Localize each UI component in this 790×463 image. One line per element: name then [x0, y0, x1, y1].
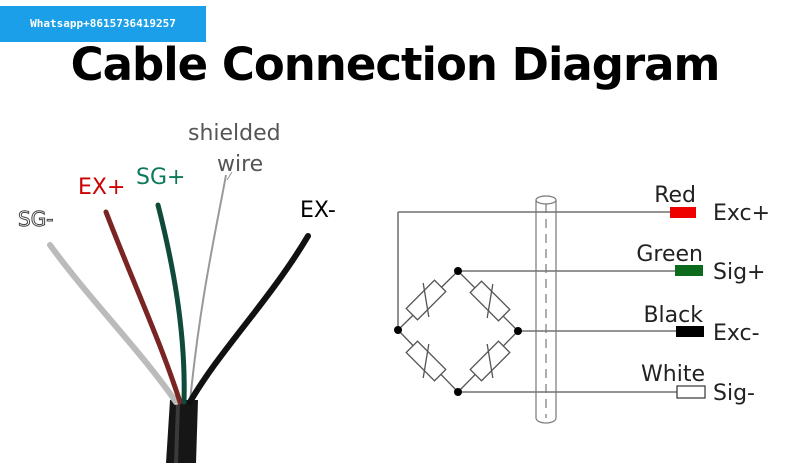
shielded-label-line1: shielded [188, 121, 281, 146]
green-wire-label: Green [636, 242, 703, 267]
strain-gauge-top-right [469, 280, 511, 322]
exc-plus-signal-label: Exc+ [713, 201, 770, 226]
red-wire-label: Red [654, 183, 696, 208]
strain-gauge-bottom-left [405, 340, 447, 382]
contact-badge: Whatsapp+8615736419257 [0, 6, 206, 42]
white-wire-label: White [641, 362, 705, 387]
black-wire-label: Black [643, 303, 703, 328]
ex-plus-label: EX+ [78, 175, 125, 200]
wiring-schematic [394, 195, 706, 424]
strain-gauge-bottom-right [469, 340, 511, 382]
white-terminal-block [676, 385, 706, 399]
ex-minus-label: EX- [300, 198, 336, 223]
cable-illustration: SG- EX+ SG+ shielded wire EX- [18, 121, 336, 463]
sg-plus-wire [155, 202, 187, 405]
green-terminal-block [675, 265, 703, 276]
wire-labels: Red Exc+ Green Sig+ Black Exc- White Sig… [636, 183, 770, 406]
shield-sleeve [535, 195, 557, 424]
shielded-wire [189, 174, 227, 403]
shielded-pointer-line [226, 171, 233, 181]
cable-jacket [166, 400, 198, 463]
junction-dots [394, 267, 522, 396]
sg-minus-label: SG- [18, 207, 53, 231]
sg-plus-label: SG+ [136, 165, 185, 190]
strain-gauge-top-left [405, 279, 447, 321]
sig-minus-signal-label: Sig- [713, 381, 755, 406]
sig-plus-signal-label: Sig+ [713, 260, 765, 285]
shielded-label-line2: wire [217, 152, 263, 177]
sg-minus-wire [47, 242, 179, 405]
ex-minus-wire [187, 233, 311, 405]
ex-plus-wire [103, 209, 183, 405]
page-title: Cable Connection Diagram [70, 38, 721, 91]
red-terminal-block [670, 207, 696, 218]
exc-minus-signal-label: Exc- [713, 321, 760, 346]
black-terminal-block [676, 326, 704, 337]
cable-jacket-highlight [174, 404, 180, 463]
